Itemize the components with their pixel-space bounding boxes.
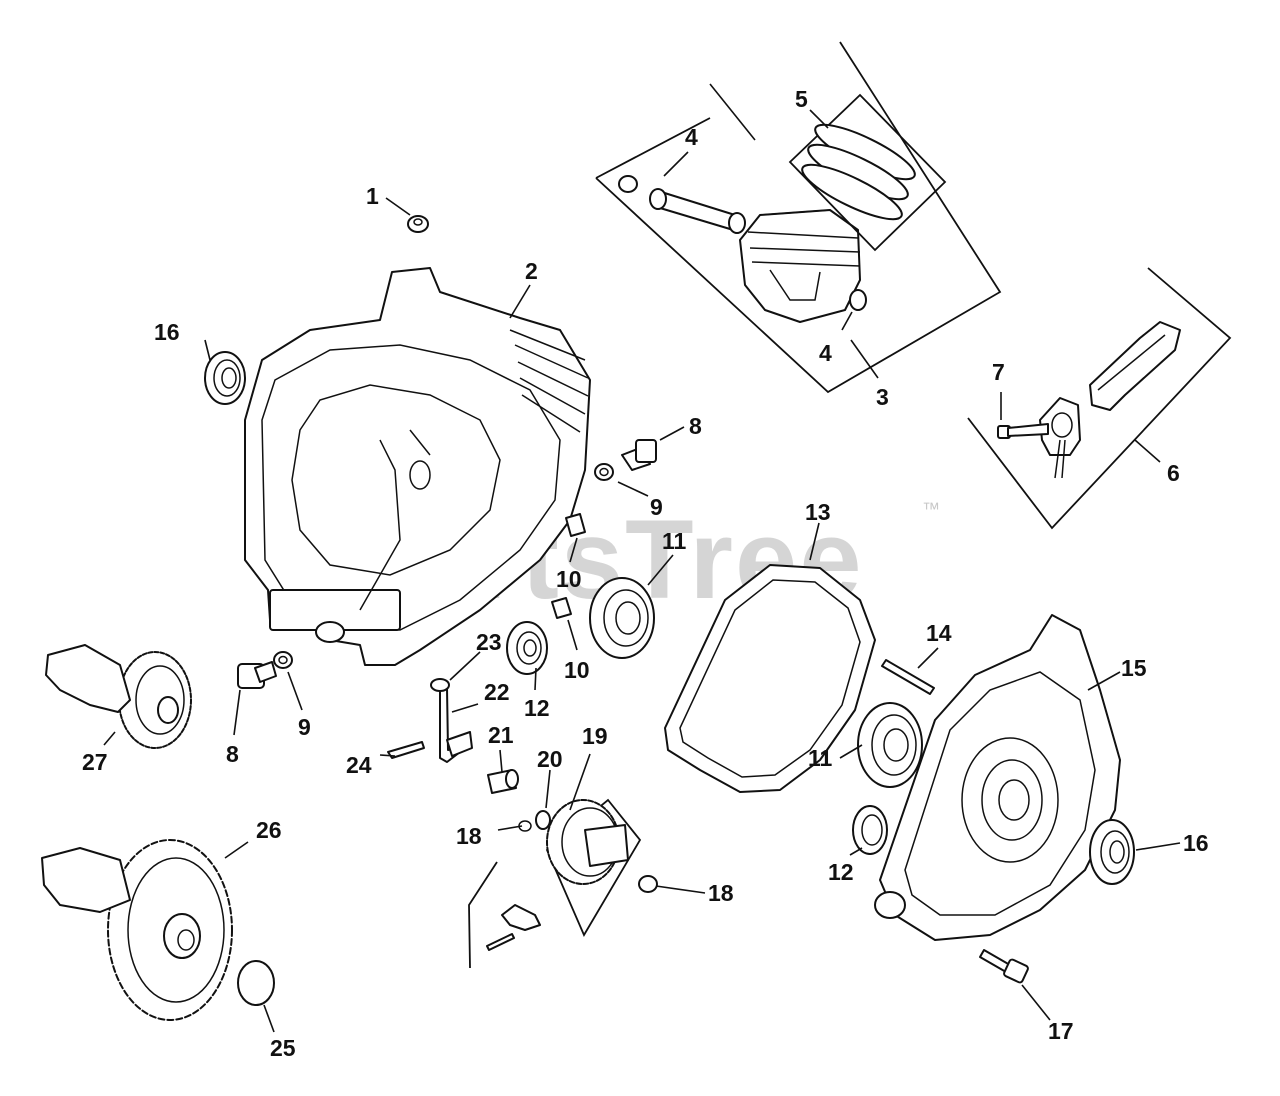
piston-assembly-box: [595, 41, 1002, 394]
callout-12-right: 12: [828, 859, 854, 885]
callout-labels: 1 2 3 4 4 5 6 7 8 8 9 9 10 10 11 11 12 1…: [82, 86, 1209, 1061]
part-9-washer-top[interactable]: [594, 463, 614, 481]
callout-16-left: 16: [154, 319, 180, 345]
part-8-plug-top[interactable]: [621, 439, 657, 471]
part-12-bearing-left[interactable]: [506, 621, 548, 675]
callout-27: 27: [82, 749, 108, 775]
part-14-dowel-pin[interactable]: [881, 659, 935, 695]
callout-3: 3: [876, 384, 889, 410]
part-7-rod-bolt[interactable]: [997, 423, 1049, 439]
part-11-bearing-right[interactable]: [857, 702, 923, 788]
callout-9-top: 9: [650, 494, 663, 520]
watermark-trademark: ™: [922, 499, 940, 519]
connecting-rod-box: [967, 267, 1232, 530]
callout-10-lower: 10: [564, 657, 590, 683]
callout-24: 24: [346, 752, 372, 778]
part-16-oil-seal-left[interactable]: [204, 351, 246, 405]
callout-7: 7: [992, 359, 1005, 385]
part-6-connecting-rod[interactable]: [1039, 321, 1181, 479]
part-4-circlip-bottom[interactable]: [849, 289, 867, 311]
callout-19: 19: [582, 723, 608, 749]
part-10-dowel-pin-lower[interactable]: [551, 597, 572, 619]
callout-11-left: 11: [662, 528, 687, 554]
callout-26: 26: [256, 817, 282, 843]
callout-2: 2: [525, 258, 538, 284]
part-26-camshaft-gear[interactable]: [41, 839, 233, 1021]
callout-11-right: 11: [808, 745, 833, 771]
part-3-piston[interactable]: [649, 188, 861, 323]
part-27-camshaft-assembly[interactable]: [45, 644, 192, 749]
part-9-washer-lower[interactable]: [273, 651, 293, 669]
part-1-nut[interactable]: [407, 215, 429, 233]
callout-20: 20: [537, 746, 563, 772]
callout-4-top: 4: [685, 124, 698, 150]
callout-16-right: 16: [1183, 830, 1209, 856]
callout-17: 17: [1048, 1018, 1074, 1044]
callout-13: 13: [805, 499, 831, 525]
part-22-governor-cross-shaft[interactable]: [439, 687, 473, 763]
part-19-governor-gear[interactable]: [486, 799, 629, 951]
callout-22: 22: [484, 679, 510, 705]
callout-9-lower: 9: [298, 714, 311, 740]
part-5-piston-rings[interactable]: [796, 115, 920, 228]
callout-18-outer: 18: [708, 880, 734, 906]
leader-lines: [103, 109, 1181, 1033]
callout-23: 23: [476, 629, 502, 655]
part-4-circlip-top[interactable]: [618, 175, 638, 193]
part-11-bearing-left[interactable]: [589, 577, 655, 659]
part-13-gasket[interactable]: [664, 564, 876, 793]
callout-12-left: 12: [524, 695, 550, 721]
part-21-governor-shaft-pin[interactable]: [487, 769, 519, 794]
callout-21: 21: [488, 722, 514, 748]
callout-18-inner: 18: [456, 823, 482, 849]
part-18-washer-outer[interactable]: [638, 875, 658, 893]
callout-8-lower: 8: [226, 741, 239, 767]
part-25-o-ring[interactable]: [237, 960, 275, 1006]
part-8-plug-lower[interactable]: [237, 661, 277, 689]
callout-25: 25: [270, 1035, 296, 1061]
callout-10-upper: 10: [556, 566, 582, 592]
part-23-washer[interactable]: [430, 678, 450, 692]
callout-1: 1: [366, 183, 379, 209]
part-20-retaining-ring[interactable]: [535, 810, 551, 830]
callout-14: 14: [926, 620, 952, 646]
part-10-dowel-pin-upper[interactable]: [565, 513, 586, 537]
part-16-oil-seal-right[interactable]: [1089, 819, 1135, 885]
callout-15: 15: [1121, 655, 1147, 681]
part-15-crankcase-cover[interactable]: [874, 614, 1121, 941]
callout-4-bottom: 4: [819, 340, 832, 366]
part-2-crankcase[interactable]: [244, 267, 591, 666]
callout-6: 6: [1167, 460, 1180, 486]
piston-rings-box: [788, 93, 947, 252]
callout-8-top: 8: [689, 413, 702, 439]
part-12-bearing-right[interactable]: [852, 805, 888, 855]
part-17-bolt[interactable]: [979, 949, 1029, 984]
callout-5: 5: [795, 86, 808, 112]
